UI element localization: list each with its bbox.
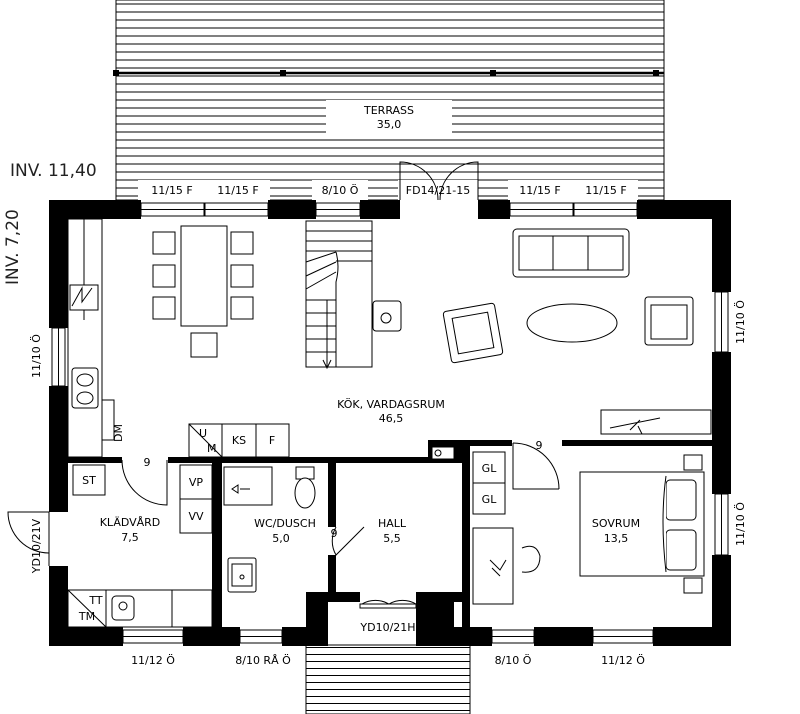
window-label-left: 11/10 Ö (30, 334, 43, 378)
fixture-dm: DM (112, 424, 125, 442)
wc-fixtures (223, 466, 316, 593)
terrace (113, 0, 665, 202)
kitchen (67, 218, 115, 458)
door-width-1: 9 (144, 456, 151, 469)
level-inv-1: INV. 11,40 (10, 161, 97, 181)
fireplace (372, 300, 402, 332)
window-label-top-2: 11/15 F (217, 184, 259, 197)
room-name-hall: HALL (378, 517, 407, 530)
front-steps (305, 644, 471, 714)
level-inv-2: INV. 7,20 (3, 209, 23, 285)
dining-table (152, 225, 254, 358)
room-area-kok: 46,5 (379, 412, 404, 425)
window-label-bottom-2: 8/10 RÅ Ö (235, 654, 291, 667)
fixture-u: U (199, 427, 207, 440)
window-label-top-5: 11/15 F (585, 184, 627, 197)
fixture-vv: VV (188, 510, 204, 523)
room-name-wc: WC/DUSCH (254, 517, 316, 530)
room-area-hall: 5,5 (383, 532, 401, 545)
room-name-terrass: TERRASS (363, 104, 414, 117)
window-label-right-1: 11/10 Ö (734, 300, 747, 344)
window-label-bottom-3: 8/10 Ö (495, 654, 532, 667)
door-label-top: FD14/21-15 (406, 184, 470, 197)
chimney (431, 446, 455, 460)
fixture-f: F (269, 434, 275, 447)
interior-doors (121, 442, 560, 556)
fixture-tm: TM (78, 610, 95, 623)
room-name-sovrum: SOVRUM (592, 517, 640, 530)
room-area-kladvard: 7,5 (121, 531, 139, 544)
door-width-3: 9 (331, 527, 338, 540)
fixture-gl-2: GL (482, 493, 498, 506)
labels: INV. 11,40 INV. 7,20 TERRASS 35,0 KÖK, V… (3, 104, 747, 667)
exterior-doors (7, 161, 479, 609)
fixture-m: M (207, 442, 217, 455)
stairs (305, 220, 373, 370)
door-label-left: YD10/21V (30, 518, 43, 574)
fixture-vp: VP (189, 476, 204, 489)
fixture-gl-1: GL (482, 462, 498, 475)
fixture-tt: TT (88, 594, 103, 607)
window-label-bottom-4: 11/12 Ö (601, 654, 645, 667)
outer-walls (49, 200, 731, 646)
window-label-top-1: 11/15 F (151, 184, 193, 197)
room-area-sovrum: 13,5 (604, 532, 629, 545)
bedroom-furniture (472, 451, 705, 605)
window-label-bottom-1: 11/12 Ö (131, 654, 175, 667)
window-label-right-2: 11/10 Ö (734, 502, 747, 546)
windows (51, 202, 729, 644)
window-label-top-4: 11/15 F (519, 184, 561, 197)
room-name-kok: KÖK, VARDAGSRUM (337, 398, 445, 411)
window-label-top-3: 8/10 Ö (322, 184, 359, 197)
room-area-wc: 5,0 (272, 532, 290, 545)
room-name-kladvard: KLÄDVÅRD (100, 516, 161, 529)
room-area-terrass: 35,0 (377, 118, 402, 131)
living-furniture (442, 228, 712, 435)
utility-cabinets (188, 423, 290, 458)
fixture-ks: KS (232, 434, 246, 447)
door-width-2: 9 (536, 439, 543, 452)
door-label-bottom: YD10/21H (359, 621, 415, 634)
fixture-st: ST (82, 474, 96, 487)
kladvard-fixtures (67, 464, 213, 628)
